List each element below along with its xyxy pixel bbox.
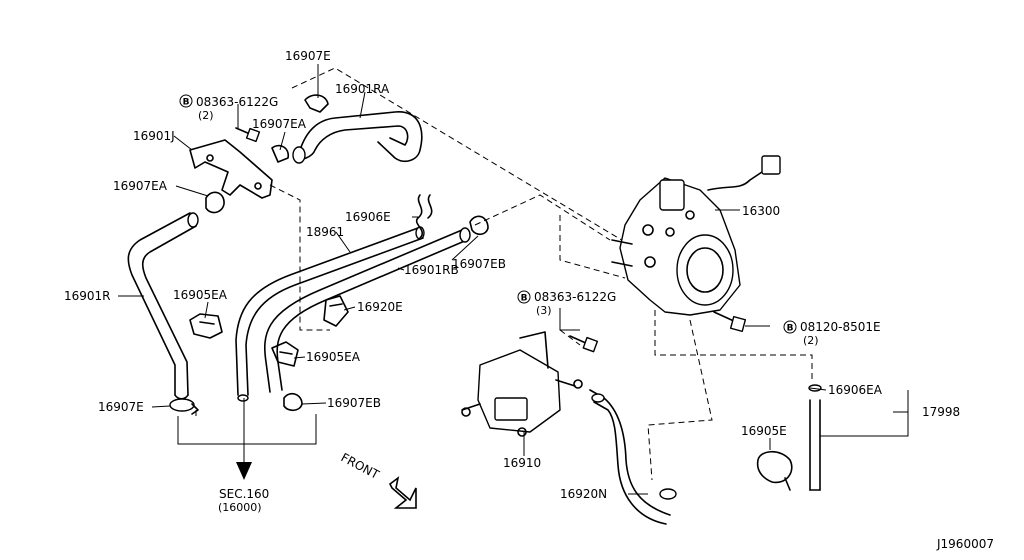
label-16901r[interactable]: 16901R xyxy=(64,289,111,303)
bolt-marker-right: B xyxy=(783,320,797,334)
hose-16901r[interactable] xyxy=(127,212,199,400)
clip-16906e[interactable] xyxy=(415,194,433,239)
svg-text:B: B xyxy=(787,324,794,334)
part-labels: 16907E 08363-6122G (2) 16901RA 16907EA 1… xyxy=(64,49,994,551)
label-16920e[interactable]: 16920E xyxy=(357,300,403,314)
label-16907ea-top[interactable]: 16907EA xyxy=(252,117,307,131)
label-16907e-bottom[interactable]: 16907E xyxy=(98,400,144,414)
clamp-16907ea-left[interactable] xyxy=(205,191,225,214)
front-arrow-icon xyxy=(388,476,417,509)
label-sec-ref[interactable]: SEC.160 xyxy=(219,487,269,501)
dashed-reference-lines xyxy=(269,67,813,481)
label-16907e-top[interactable]: 16907E xyxy=(285,49,331,63)
label-16906e[interactable]: 16906E xyxy=(345,210,391,224)
leader-lines xyxy=(118,64,909,495)
bolt-08363-lower[interactable] xyxy=(569,335,599,353)
clamp-16907e-top[interactable] xyxy=(304,94,329,113)
label-08120[interactable]: 08120-8501E xyxy=(800,320,881,334)
clamp-16907e-bottom[interactable] xyxy=(169,398,199,415)
label-08363-upper[interactable]: 08363-6122G xyxy=(196,95,278,109)
label-16905ea-left[interactable]: 16905EA xyxy=(173,288,228,302)
bracket-16901j[interactable] xyxy=(189,139,273,199)
pipe-17998[interactable] xyxy=(808,384,822,491)
hose-16901ra[interactable] xyxy=(292,111,423,164)
diagram-id: J1960007 xyxy=(936,537,994,551)
label-16901rb[interactable]: 16901RB xyxy=(404,263,459,277)
hose-18961[interactable] xyxy=(235,226,425,402)
label-18961[interactable]: 18961 xyxy=(306,225,344,239)
clamp-16907eb-lower[interactable] xyxy=(283,392,303,412)
label-front: FRONT xyxy=(339,450,382,482)
label-16905e[interactable]: 16905E xyxy=(741,424,787,438)
bolt-marker-lower: B xyxy=(517,290,531,304)
svg-text:B: B xyxy=(521,294,528,304)
label-16920n[interactable]: 16920N xyxy=(560,487,607,501)
label-16901ra[interactable]: 16901RA xyxy=(335,82,390,96)
label-16907eb-upper[interactable]: 16907EB xyxy=(452,257,506,271)
label-16905ea-mid[interactable]: 16905EA xyxy=(306,350,361,364)
clamp-16907ea-top[interactable] xyxy=(271,144,290,163)
label-08363-lower[interactable]: 08363-6122G xyxy=(534,290,616,304)
valve-16910[interactable] xyxy=(461,331,583,437)
label-16901j[interactable]: 16901J xyxy=(133,129,175,143)
label-16300[interactable]: 16300 xyxy=(742,204,780,218)
pump-16300[interactable] xyxy=(611,155,781,316)
clip-16920e[interactable] xyxy=(323,295,349,327)
label-16906ea[interactable]: 16906EA xyxy=(828,383,883,397)
label-17998[interactable]: 17998 xyxy=(922,405,960,419)
bolt-08363-upper[interactable] xyxy=(235,127,261,143)
sec-arrow-icon xyxy=(236,398,252,480)
clip-16905ea-left[interactable] xyxy=(189,313,223,339)
bolt-marker-upper: B xyxy=(179,94,193,108)
label-08363-upper-qty: (2) xyxy=(198,109,214,122)
svg-text:B: B xyxy=(183,98,190,108)
clip-16905ea-mid[interactable] xyxy=(271,341,299,367)
label-16907ea-left[interactable]: 16907EA xyxy=(113,179,168,193)
clip-16905e[interactable] xyxy=(756,450,793,491)
clamp-16907eb-upper[interactable] xyxy=(469,215,489,236)
bolt-08120[interactable] xyxy=(713,311,747,333)
label-16907eb-lower[interactable]: 16907EB xyxy=(327,396,381,410)
label-16910[interactable]: 16910 xyxy=(503,456,541,470)
label-08120-qty: (2) xyxy=(803,334,819,347)
hose-16920n[interactable] xyxy=(589,389,677,525)
label-08363-lower-qty: (3) xyxy=(536,304,552,317)
label-sec-ref-sub: (16000) xyxy=(218,501,262,514)
